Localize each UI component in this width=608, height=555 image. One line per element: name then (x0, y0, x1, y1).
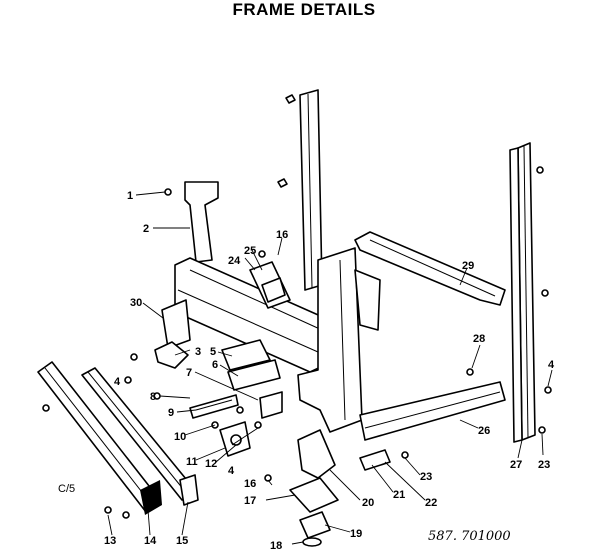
long-rail-right (81, 367, 199, 506)
callout-24: 24 (228, 255, 241, 267)
callout-14: 14 (144, 535, 157, 547)
callout-17: 17 (244, 495, 256, 507)
foot-bracket (359, 449, 391, 471)
diagram-title: FRAME DETAILS (232, 0, 376, 19)
hinge-strip (189, 394, 239, 419)
callout-16a: 16 (276, 229, 288, 241)
lower-bracket-assembly (154, 339, 283, 419)
callout-25: 25 (244, 245, 256, 257)
callout-11: 11 (186, 456, 198, 468)
note-text: C/5 (58, 483, 75, 495)
callout-5: 5 (210, 346, 216, 358)
screw-icons (42, 166, 552, 519)
callout-21: 21 (393, 489, 405, 501)
callout-4c: 4 (228, 465, 235, 477)
callout-23b: 23 (538, 459, 550, 471)
right-tall-rail (509, 142, 536, 443)
callout-28: 28 (473, 333, 485, 345)
callout-26: 26 (478, 425, 490, 437)
hinge-assembly (219, 421, 251, 457)
side-panel (161, 299, 191, 349)
callout-7: 7 (186, 367, 192, 379)
callout-20: 20 (362, 497, 374, 509)
callout-6: 6 (212, 359, 218, 371)
callout-1: 1 (127, 190, 133, 202)
left-upright-bracket (184, 181, 219, 263)
callout-27: 27 (510, 459, 522, 471)
callout-18: 18 (270, 540, 282, 552)
callout-12: 12 (205, 458, 217, 470)
callout-2: 2 (143, 223, 149, 235)
leveling-leg-assembly (289, 429, 339, 547)
callout-13: 13 (104, 535, 116, 547)
bottom-rail (359, 381, 506, 441)
center-tall-rail (277, 89, 323, 291)
callout-4b: 4 (548, 359, 555, 371)
callout-10: 10 (174, 431, 186, 443)
leader-lines (107, 191, 553, 545)
frame-side-plate (297, 247, 381, 433)
callout-4a: 4 (114, 376, 121, 388)
callout-29: 29 (462, 260, 474, 272)
callout-16b: 16 (244, 478, 256, 490)
callout-3: 3 (195, 346, 201, 358)
callout-22: 22 (425, 497, 437, 509)
callout-19: 19 (350, 528, 362, 540)
callout-8: 8 (150, 391, 156, 403)
callout-labels: 1 2 3 4 5 6 7 8 9 10 11 12 13 14 15 16 1… (104, 190, 555, 552)
callout-15: 15 (176, 535, 188, 547)
upper-bracket (249, 261, 291, 309)
model-number: 587. 701000 (428, 529, 511, 544)
top-crossbar (354, 231, 506, 306)
callout-23a: 23 (420, 471, 432, 483)
callout-30: 30 (130, 297, 142, 309)
callout-9: 9 (168, 407, 174, 419)
long-rail-left (37, 361, 162, 515)
